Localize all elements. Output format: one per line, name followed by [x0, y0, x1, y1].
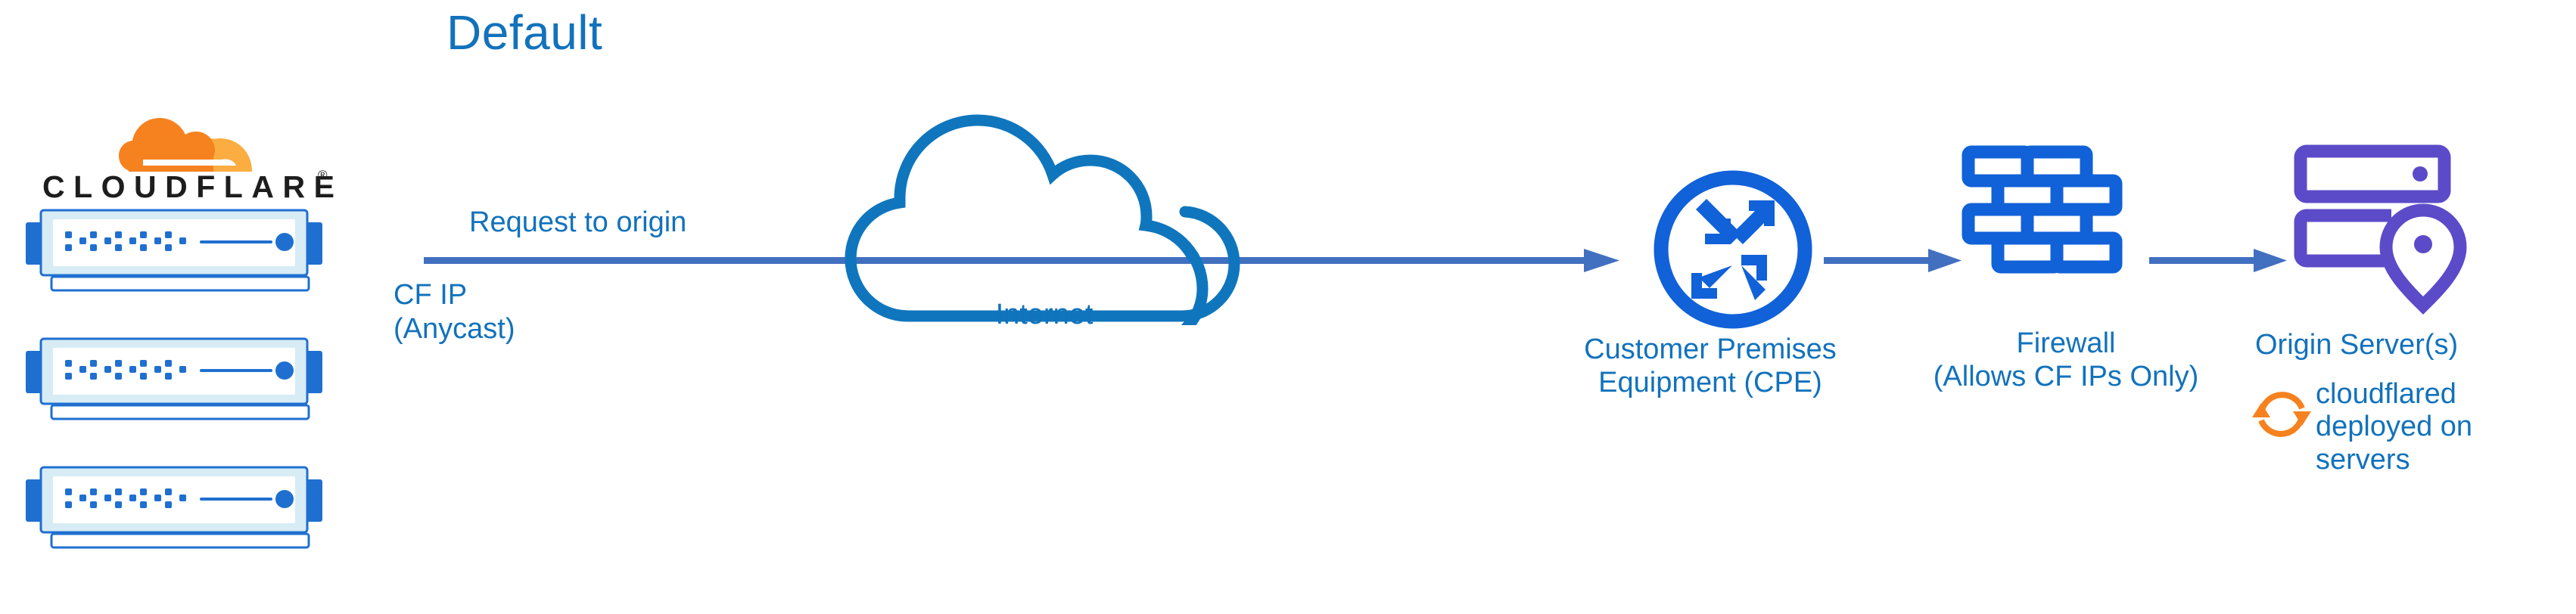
label-request-to-origin: Request to origin [469, 206, 687, 238]
cloudflare-cloud-logo-icon [119, 118, 252, 172]
cloudflared-note-line1: cloudflared [2316, 378, 2456, 410]
arrow-right-icon [2149, 249, 2287, 272]
server-appliance-2 [15, 333, 333, 425]
cloudflared-note-line2: deployed on [2316, 411, 2473, 443]
cloud-outline-icon [845, 114, 1240, 333]
caption-firewall-line2: (Allows CF IPs Only) [1933, 361, 2199, 393]
caption-cpe: Customer Premises Equipment (CPE) [1544, 333, 1877, 400]
cloudflare-wordmark: CLOUDFLARE [42, 169, 344, 204]
internet-cloud [832, 106, 1271, 333]
caption-origin: Origin Server(s) [2255, 328, 2558, 361]
caption-firewall-line1: Firewall [2016, 327, 2116, 359]
label-cf-ip-line1: CF IP [394, 279, 468, 311]
registered-trademark-mark: ® [318, 168, 328, 182]
node-cpe-icon [1646, 163, 1820, 340]
connector-firewall-to-origin [2149, 238, 2301, 287]
caption-origin-line1: Origin Server(s) [2255, 329, 2459, 361]
cloudflared-note-line3: servers [2316, 443, 2410, 476]
caption-cpe-line1: Customer Premises [1584, 333, 1837, 365]
router-four-arrows-icon [1654, 170, 1812, 329]
server-appliance-3 [15, 461, 333, 554]
label-cf-ip: CF IP (Anycast) [394, 278, 515, 346]
cloudflared-sync-icon-wrap [2248, 384, 2316, 448]
caption-firewall: Firewall (Allows CF IPs Only) [1892, 327, 2240, 394]
internet-label: Internet [995, 299, 1094, 330]
page-title: Default [446, 5, 603, 60]
server-appliance-icon [26, 209, 322, 292]
server-appliance-icon [26, 466, 322, 549]
server-appliance-icon [26, 337, 322, 420]
node-firewall-icon [1960, 144, 2123, 299]
caption-cpe-line2: Equipment (CPE) [1598, 367, 1822, 399]
origin-server-pin-icon [2294, 144, 2467, 315]
arrow-right-icon [424, 249, 1619, 272]
cloudflared-note: cloudflared deployed on servers [2316, 378, 2565, 476]
server-appliance-1 [15, 204, 333, 296]
sync-arrows-icon [2252, 392, 2311, 437]
cloudflare-logo: CLOUDFLARE ® [23, 106, 341, 204]
label-cf-ip-line2: (Anycast) [394, 312, 515, 345]
arrow-right-icon [1824, 249, 1962, 272]
connector-edge-to-cpe [424, 238, 1635, 287]
connector-cpe-to-firewall [1824, 238, 1975, 287]
node-origin-icon [2293, 144, 2482, 321]
brick-wall-icon [1962, 145, 2123, 274]
